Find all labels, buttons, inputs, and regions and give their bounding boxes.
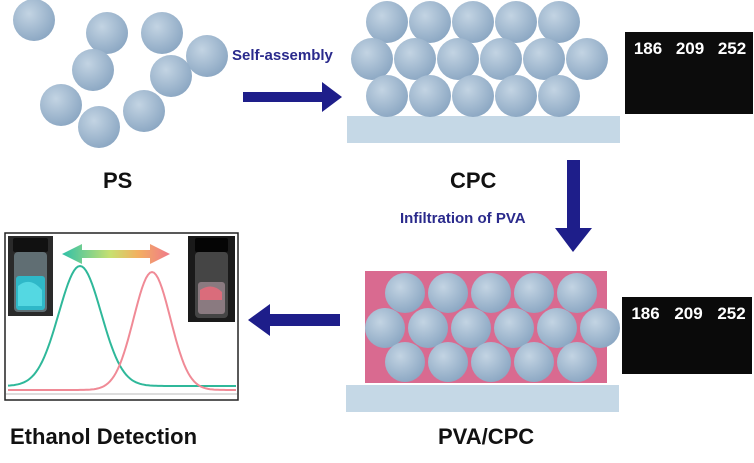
ps-sphere [86, 12, 128, 54]
pva-sphere [537, 308, 577, 348]
ps-particles [13, 0, 228, 148]
cpc-sphere [394, 38, 436, 80]
cpc-substrate [347, 116, 620, 143]
ps-sphere [78, 106, 120, 148]
pva-cpc-assembly [346, 271, 620, 412]
photos-top: 186 209 252 [625, 32, 753, 114]
pva-sphere [557, 342, 597, 382]
label-ethanol-detection: Ethanol Detection [10, 424, 198, 449]
pva-sphere [385, 273, 425, 313]
pva-sphere [451, 308, 491, 348]
sample-number: 209 [676, 39, 704, 58]
arrow-right-icon [243, 82, 342, 112]
cpc-sphere [566, 38, 608, 80]
pva-sphere [494, 308, 534, 348]
cpc-sphere [437, 38, 479, 80]
vial-right [188, 236, 235, 322]
pva-sphere [365, 308, 405, 348]
label-pva-cpc: PVA/CPC [438, 424, 535, 449]
photos-bottom: 186 209 252 [622, 297, 752, 374]
ethanol-panel [4, 232, 239, 401]
label-self-assembly: Self-assembly [232, 47, 333, 64]
ps-sphere [13, 0, 55, 41]
pva-sphere [408, 308, 448, 348]
ps-sphere [40, 84, 82, 126]
sample-number: 209 [674, 304, 702, 323]
cpc-sphere [538, 75, 580, 117]
cpc-sphere [409, 1, 451, 43]
pva-sphere [514, 342, 554, 382]
ps-sphere [72, 49, 114, 91]
sample-number: 186 [631, 304, 659, 323]
pva-sphere [428, 342, 468, 382]
arrow-down-icon [555, 160, 592, 252]
ps-sphere [186, 35, 228, 77]
pva-sphere [514, 273, 554, 313]
cpc-sphere [452, 75, 494, 117]
cpc-assembly [347, 1, 620, 143]
spectrum-curve-red [8, 270, 236, 391]
pva-sphere [557, 273, 597, 313]
ps-sphere [141, 12, 183, 54]
pva-sphere [471, 273, 511, 313]
sample-number: 252 [718, 39, 746, 58]
label-infiltration: Infiltration of PVA [400, 210, 526, 227]
pva-substrate [346, 385, 619, 412]
vial-left [8, 236, 53, 316]
pva-sphere [428, 273, 468, 313]
sample-number: 252 [717, 304, 745, 323]
sample-number: 186 [634, 39, 662, 58]
cpc-sphere [523, 38, 565, 80]
pva-sphere [580, 308, 620, 348]
label-ps: PS [103, 168, 133, 193]
spectrum-curve-green [7, 264, 236, 387]
double-arrow-icon [62, 244, 170, 264]
ps-sphere [150, 55, 192, 97]
cpc-sphere [538, 1, 580, 43]
cpc-sphere [366, 1, 408, 43]
ps-sphere [123, 90, 165, 132]
cpc-sphere [495, 75, 537, 117]
pva-sphere [385, 342, 425, 382]
cpc-sphere [480, 38, 522, 80]
cpc-sphere [452, 1, 494, 43]
cpc-sphere [409, 75, 451, 117]
label-cpc: CPC [450, 168, 497, 193]
cpc-sphere [351, 38, 393, 80]
pva-sphere [471, 342, 511, 382]
cpc-sphere [495, 1, 537, 43]
arrow-left-icon [248, 304, 340, 336]
cpc-sphere [366, 75, 408, 117]
